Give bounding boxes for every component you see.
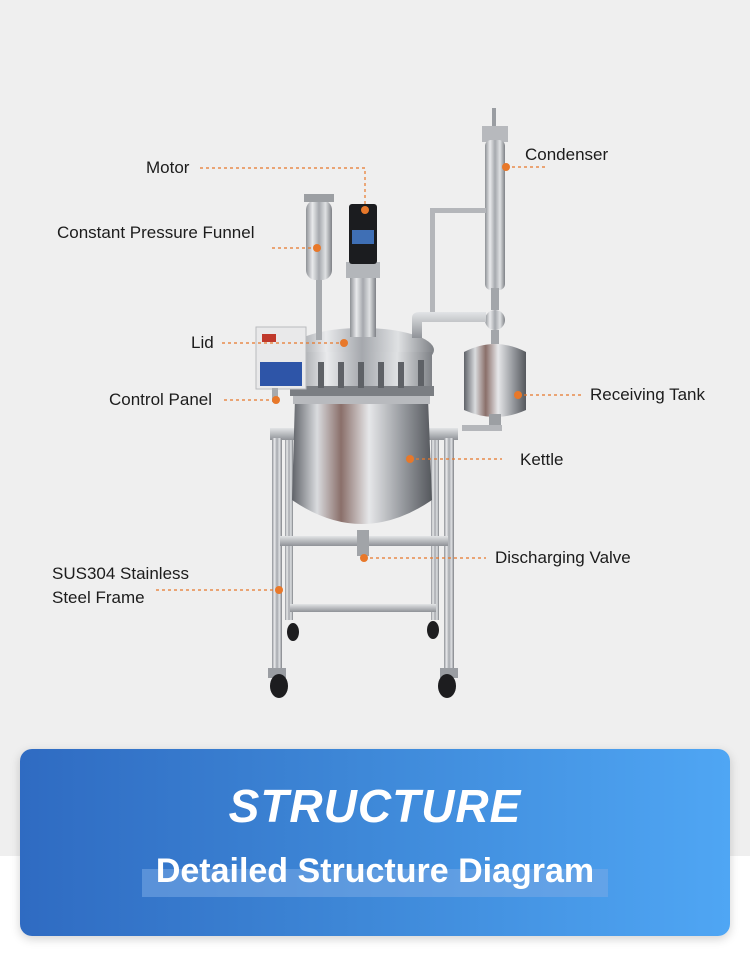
label-condenser: Condenser xyxy=(525,145,609,164)
label-kettle: Kettle xyxy=(520,450,564,469)
motor-leader xyxy=(200,167,366,210)
banner-subtitle: Detailed Structure Diagram xyxy=(155,852,595,890)
control-panel-box xyxy=(255,326,307,402)
pressure-funnel xyxy=(304,194,334,340)
label-frame-line1: SUS304 Stainless xyxy=(52,564,190,583)
label-control-panel: Control Panel xyxy=(109,390,213,409)
label-lid: Lid xyxy=(191,333,214,352)
kettle-vessel xyxy=(292,383,432,556)
caster-wheels xyxy=(268,621,458,698)
reactor-lid xyxy=(290,328,434,396)
leader-lines xyxy=(156,166,582,591)
label-motor: Motor xyxy=(146,158,190,177)
condenser-column xyxy=(412,108,508,344)
leader-dots xyxy=(272,163,522,594)
label-discharging-valve: Discharging Valve xyxy=(495,548,631,567)
banner-title: STRUCTURE xyxy=(228,780,522,832)
label-frame-line2: Steel Frame xyxy=(52,588,145,607)
motor-assembly xyxy=(346,204,380,337)
label-constant-pressure-funnel: Constant Pressure Funnel xyxy=(57,223,255,242)
label-receiving-tank: Receiving Tank xyxy=(590,385,705,404)
structure-banner: STRUCTURE Detailed Structure Diagram xyxy=(20,749,730,936)
receiving-tank xyxy=(462,344,526,431)
subtitle-highlight xyxy=(142,869,608,897)
reactor-diagram xyxy=(156,108,582,698)
